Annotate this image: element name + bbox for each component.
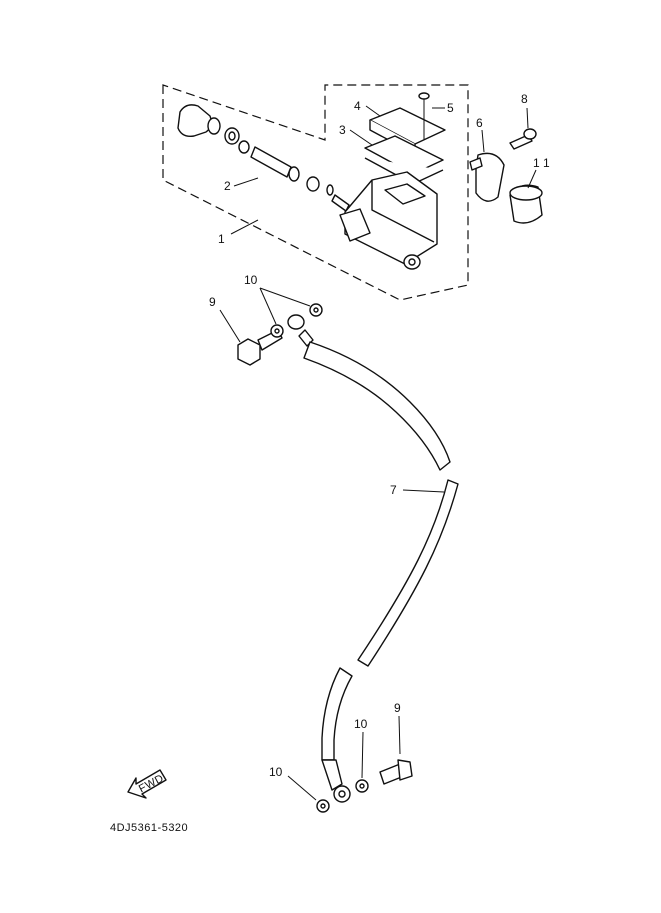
fwd-arrow-icon: FWD	[127, 769, 167, 799]
master-cylinder-holder	[469, 128, 537, 202]
callout-10-lower: 10	[269, 765, 283, 779]
upper-union-bolt	[237, 303, 323, 366]
callout-8: 8	[521, 92, 528, 106]
callout-2: 2	[224, 179, 231, 193]
callout-11: 1 1	[533, 156, 550, 170]
brake-hose	[287, 314, 459, 803]
leader-lines	[219, 105, 537, 801]
piston-kit	[177, 104, 350, 212]
drawing-code: 4DJ5361-5320	[110, 822, 188, 834]
callout-10-middle: 10	[354, 717, 368, 731]
lower-union-bolt	[316, 759, 413, 813]
callout-4: 4	[354, 99, 361, 113]
callout-6: 6	[476, 116, 483, 130]
master-cylinder-body	[339, 171, 438, 270]
callout-3: 3	[339, 123, 346, 137]
assembly-boundary	[162, 84, 469, 301]
callout-1: 1	[218, 232, 225, 246]
callout-9-upper: 9	[209, 295, 216, 309]
callout-5: 5	[447, 101, 454, 115]
grip-rubber	[509, 184, 543, 224]
reservoir-cap-assembly	[364, 92, 446, 185]
callout-7: 7	[390, 483, 397, 497]
callout-9-lower: 9	[394, 701, 401, 715]
callout-10-upper: 10	[244, 273, 258, 287]
